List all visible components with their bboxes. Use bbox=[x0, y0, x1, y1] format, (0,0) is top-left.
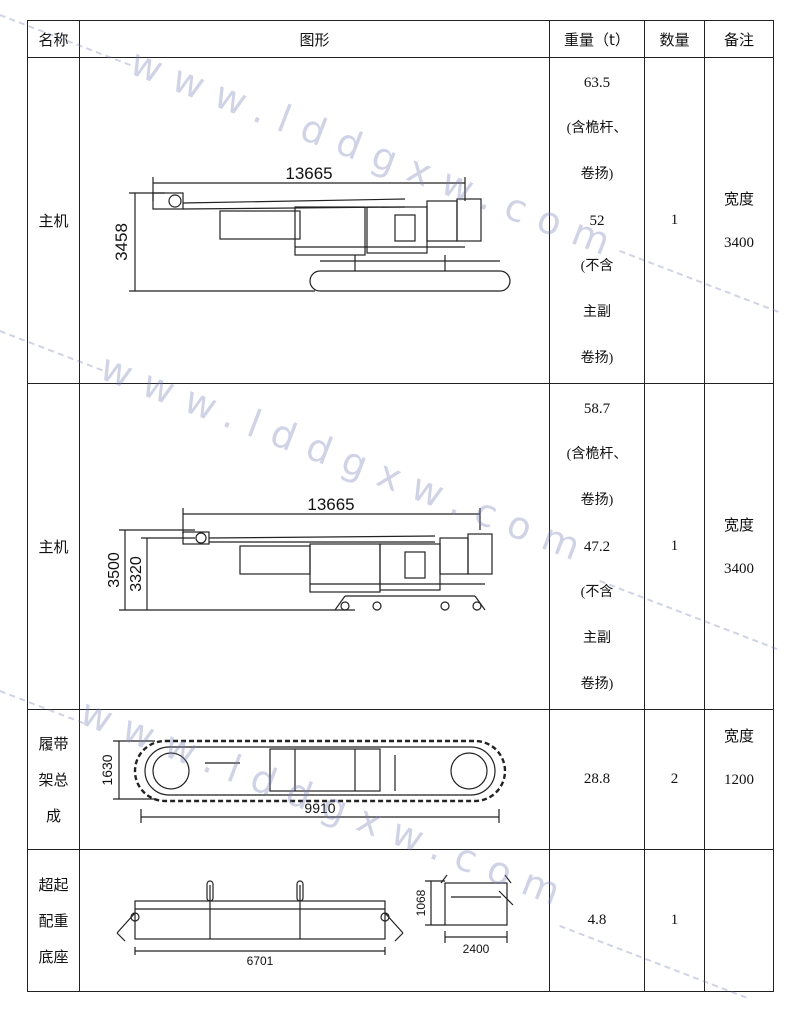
equipment-spec-table: 名称 图形 重量（t） 数量 备注 主机 bbox=[27, 20, 774, 992]
row-qty: 1 bbox=[644, 57, 705, 384]
crawler-frame-drawing: 1630 9910 bbox=[99, 739, 506, 823]
table-row: 超起 配重 底座 bbox=[27, 849, 774, 992]
row-weight: 28.8 bbox=[549, 709, 645, 850]
row-qty: 2 bbox=[644, 709, 705, 850]
header-weight: 重量（t） bbox=[549, 20, 645, 58]
drawing-counterweight-base: 6701 1068 2400 bbox=[79, 849, 550, 992]
main-unit-drawing-1: 13665 3458 bbox=[112, 164, 511, 292]
dim-length: 13665 bbox=[285, 164, 332, 183]
dim-height: 1068 bbox=[414, 889, 428, 916]
dim-height: 3458 bbox=[112, 223, 131, 261]
dim-height-body: 3320 bbox=[128, 556, 145, 592]
table-row: 主机 bbox=[27, 57, 774, 384]
header-qty: 数量 bbox=[644, 20, 705, 58]
header-remark: 备注 bbox=[704, 20, 774, 58]
table-row: 履带 架总 成 bbox=[27, 709, 774, 850]
drawing-main-unit-1: 13665 3458 bbox=[79, 57, 550, 384]
row-qty: 1 bbox=[644, 383, 705, 710]
row-name: 履带 架总 成 bbox=[27, 709, 80, 850]
dim-height: 1630 bbox=[99, 754, 115, 785]
counterweight-base-drawing: 6701 1068 2400 bbox=[116, 874, 513, 968]
row-qty: 1 bbox=[644, 849, 705, 992]
row-remark bbox=[704, 849, 774, 992]
table-row: 主机 bbox=[27, 383, 774, 710]
row-weight: 4.8 bbox=[549, 849, 645, 992]
main-unit-drawing-2: 13665 3500 3320 bbox=[106, 495, 493, 611]
drawing-crawler-frame: 1630 9910 bbox=[79, 709, 550, 850]
row-name: 主机 bbox=[27, 57, 80, 384]
header-name: 名称 bbox=[27, 20, 80, 58]
row-name: 超起 配重 底座 bbox=[27, 849, 80, 992]
header-figure: 图形 bbox=[79, 20, 550, 58]
dim-length: 9910 bbox=[304, 800, 335, 816]
drawing-main-unit-2: 13665 3500 3320 bbox=[79, 383, 550, 710]
dim-height-total: 3500 bbox=[106, 552, 123, 588]
dim-length: 6701 bbox=[246, 954, 273, 968]
row-weight: 58.7 (含桅杆、 卷扬) 47.2 (不含 主副 卷扬) bbox=[549, 383, 645, 710]
table-header-row: 名称 图形 重量（t） 数量 备注 bbox=[27, 20, 774, 58]
dim-width: 2400 bbox=[462, 942, 489, 956]
row-name: 主机 bbox=[27, 383, 80, 710]
row-weight: 63.5 (含桅杆、 卷扬) 52 (不含 主副 卷扬) bbox=[549, 57, 645, 384]
dim-length: 13665 bbox=[307, 495, 354, 514]
